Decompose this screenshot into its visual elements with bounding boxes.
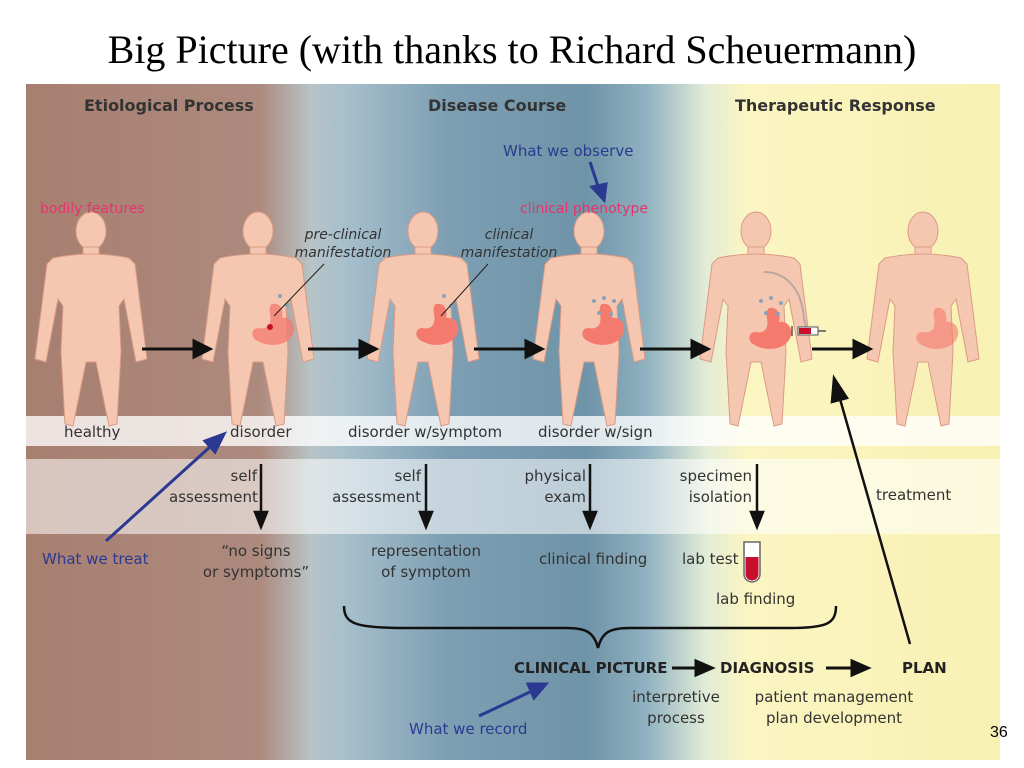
clinical-phenotype-label: clinical phenotype [520, 201, 648, 217]
lab-finding-label: lab finding [716, 590, 796, 608]
column-header-therapeutic: Therapeutic Response [735, 96, 936, 115]
state-healthy: healthy [64, 423, 121, 441]
what-we-observe-label: What we observe [503, 142, 634, 160]
column-header-disease-course: Disease Course [428, 96, 567, 115]
slide-title: Big Picture (with thanks to Richard Sche… [107, 27, 917, 72]
diagram-graphics [34, 161, 980, 718]
state-disorder: disorder [230, 423, 292, 441]
sign-dots [278, 294, 783, 316]
outcome-lab-test: lab test [682, 550, 739, 568]
what-we-treat-label: What we treat [42, 550, 149, 568]
grouping-bracket [342, 605, 838, 649]
bodily-features-label: bodily features [40, 201, 145, 217]
page-number: 36 [990, 724, 1008, 741]
diagram: Etiological Process Disease Course Thera… [26, 84, 1000, 760]
plan-label: PLAN [902, 659, 947, 677]
method-band [26, 459, 1000, 534]
human-figure-icon [699, 211, 813, 427]
state-disorder-symptom: disorder w/symptom [348, 423, 503, 441]
state-disorder-sign: disorder w/sign [538, 423, 653, 441]
treatment-label: treatment [876, 486, 952, 504]
human-figure-icon [866, 211, 980, 427]
test-tube-icon [743, 541, 761, 583]
what-we-record-label: What we record [409, 720, 528, 738]
outcome-clinical-finding: clinical finding [539, 550, 648, 568]
human-figure-icon [34, 211, 148, 427]
column-header-etiological: Etiological Process [84, 96, 254, 115]
diagnosis-label: DIAGNOSIS [720, 659, 815, 677]
state-band [26, 416, 1000, 446]
syringe-icon [791, 326, 826, 336]
clinical-picture-label: CLINICAL PICTURE [514, 659, 668, 677]
